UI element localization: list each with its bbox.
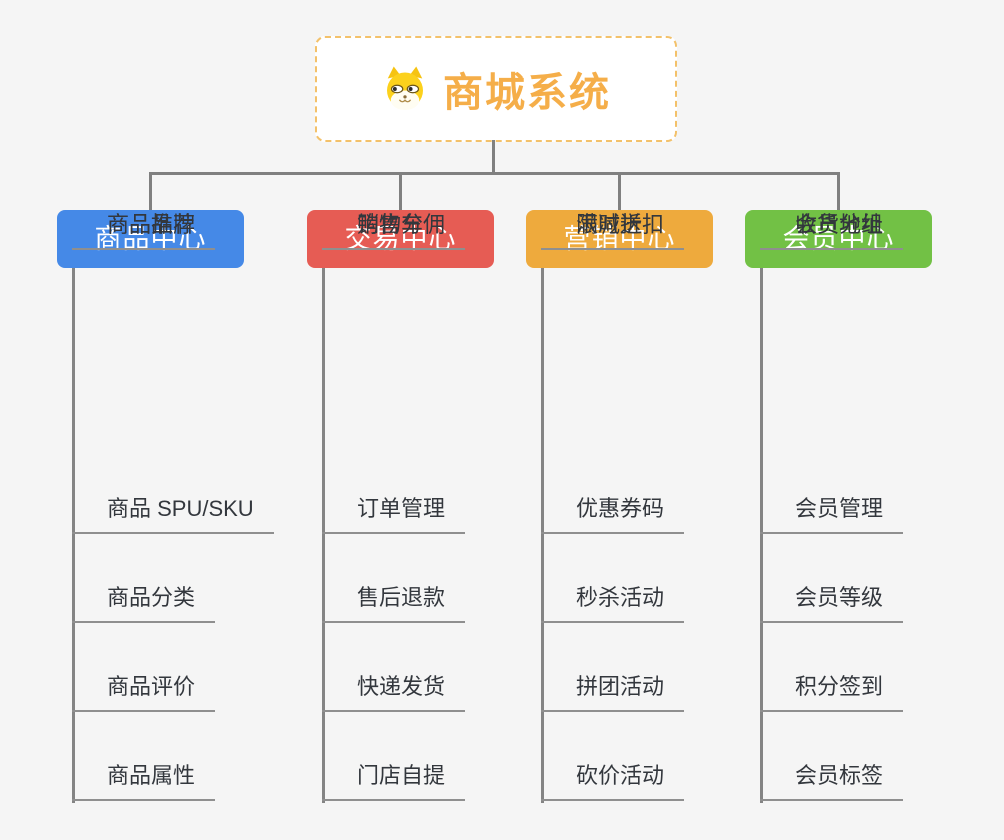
leaf-item-bargain-activity[interactable]: 砍价活动: [541, 761, 685, 801]
leaf-item-shipping-address[interactable]: 收货地址: [760, 210, 904, 250]
leaf-item-express-delivery[interactable]: 快递发货: [322, 672, 466, 712]
leaf-item-spend-and-save[interactable]: 满减送: [541, 210, 663, 250]
leaf-item-product-category[interactable]: 商品分类: [72, 583, 216, 623]
connector-trunk-member: [760, 268, 763, 803]
connector-trunk-trade: [322, 268, 325, 803]
root-node-mall-system[interactable]: 商城系统: [315, 36, 677, 142]
connector-trunk-product: [72, 268, 75, 803]
leaf-item-after-sale-refund[interactable]: 售后退款: [322, 583, 466, 623]
connector-drop-product: [149, 172, 152, 212]
shiba-dog-icon: [387, 66, 423, 110]
leaf-item-store-pickup[interactable]: 门店自提: [322, 761, 466, 801]
leaf-item-product-review[interactable]: 商品评价: [72, 672, 216, 712]
leaf-item-flash-sale[interactable]: 秒杀活动: [541, 583, 685, 623]
branch-node-product-center[interactable]: 商品中心: [57, 210, 244, 268]
leaf-item-member-management[interactable]: 会员管理: [760, 494, 904, 534]
leaf-item-product-attribute[interactable]: 商品属性: [72, 761, 216, 801]
connector-drop-trade: [399, 172, 402, 212]
leaf-item-product-brand[interactable]: 商品品牌: [72, 210, 216, 250]
branch-node-marketing-center[interactable]: 营销中心: [526, 210, 713, 268]
leaf-item-group-buy[interactable]: 拼团活动: [541, 672, 685, 712]
connector-root-stub: [492, 140, 495, 174]
branch-marketing-center: 营销中心 优惠券码 秒杀活动 拼团活动 砍价活动 限时折扣 满减送: [526, 210, 726, 810]
connector-horizontal-rail: [149, 172, 840, 175]
branch-product-center: 商品中心 商品 SPU/SKU 商品分类 商品评价 商品属性 商品推荐 商品品牌: [57, 210, 274, 810]
branch-trade-center: 交易中心 订单管理 售后退款 快递发货 门店自提 购物车 销售分佣: [307, 210, 507, 810]
connector-drop-member: [837, 172, 840, 212]
connector-drop-marketing: [618, 172, 621, 212]
leaf-item-sales-commission[interactable]: 销售分佣: [322, 210, 466, 250]
branch-member-center: 会员中心 会员管理 会员等级 积分签到 会员标签 会员分组 收货地址: [745, 210, 945, 810]
leaf-item-member-tag[interactable]: 会员标签: [760, 761, 904, 801]
leaf-item-points-checkin[interactable]: 积分签到: [760, 672, 904, 712]
root-title: 商城系统: [443, 71, 611, 115]
leaf-item-coupon-code[interactable]: 优惠券码: [541, 494, 685, 534]
leaf-item-product-spu-sku[interactable]: 商品 SPU/SKU: [72, 494, 274, 534]
leaf-item-order-management[interactable]: 订单管理: [322, 494, 466, 534]
connector-trunk-marketing: [541, 268, 544, 803]
leaf-item-member-level[interactable]: 会员等级: [760, 583, 904, 623]
